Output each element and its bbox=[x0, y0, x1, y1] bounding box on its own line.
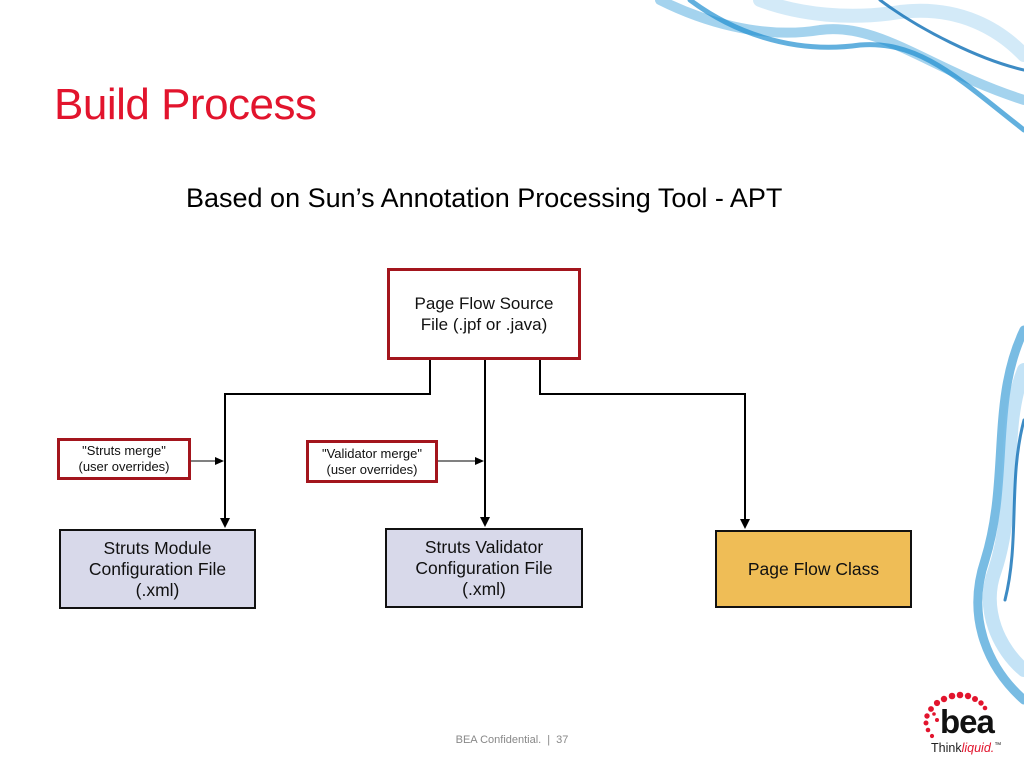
logo-tagline: Thinkliquid.™ bbox=[931, 741, 1001, 755]
struts-merge-line-1: "Struts merge" bbox=[82, 443, 166, 458]
page-flow-source-box: Page Flow Source File (.jpf or .java) bbox=[387, 268, 581, 360]
connector-to-page-flow-class bbox=[539, 360, 750, 529]
bea-logo: bea Thinkliquid.™ bbox=[918, 690, 1008, 760]
confidential-label: BEA Confidential. bbox=[455, 734, 542, 746]
struts-config-line-3: (.xml) bbox=[135, 579, 180, 600]
source-line-2: File (.jpf or .java) bbox=[420, 315, 548, 334]
logo-dots-icon bbox=[923, 691, 988, 739]
tagline-think: Think bbox=[931, 741, 962, 755]
struts-merge-note: "Struts merge" (user overrides) bbox=[57, 438, 191, 480]
tagline-trademark: ™ bbox=[994, 741, 1002, 749]
validator-config-line-3: (.xml) bbox=[462, 578, 506, 599]
slide-subtitle: Based on Sun’s Annotation Processing Too… bbox=[186, 183, 783, 213]
struts-merge-line-2: (user overrides) bbox=[78, 459, 170, 474]
slide-title: Build Process bbox=[54, 80, 317, 129]
logo-wordmark: bea bbox=[940, 703, 995, 740]
struts-module-config-box: Struts Module Configuration File (.xml) bbox=[59, 529, 256, 609]
connector-to-struts-config bbox=[220, 360, 431, 528]
page-flow-class-label: Page Flow Class bbox=[747, 558, 880, 579]
tagline-liquid: liquid. bbox=[961, 741, 995, 755]
validator-config-line-2: Configuration File bbox=[415, 557, 553, 578]
validator-merge-line-2: (user overrides) bbox=[326, 461, 418, 477]
validator-config-line-1: Struts Validator bbox=[424, 536, 544, 557]
struts-config-line-1: Struts Module bbox=[103, 537, 212, 558]
validator-merge-note: "Validator merge" (user overrides) bbox=[306, 440, 438, 483]
page-number: 37 bbox=[556, 734, 569, 746]
page-flow-class-box: Page Flow Class bbox=[715, 530, 912, 608]
validator-merge-line-1: "Validator merge" bbox=[321, 445, 423, 461]
footer-separator: | bbox=[547, 734, 551, 746]
source-line-1: Page Flow Source bbox=[414, 294, 554, 313]
struts-config-line-2: Configuration File bbox=[88, 558, 227, 579]
slide-footer: BEA Confidential. | 37 bbox=[0, 734, 1024, 746]
struts-validator-config-box: Struts Validator Configuration File (.xm… bbox=[385, 528, 583, 608]
